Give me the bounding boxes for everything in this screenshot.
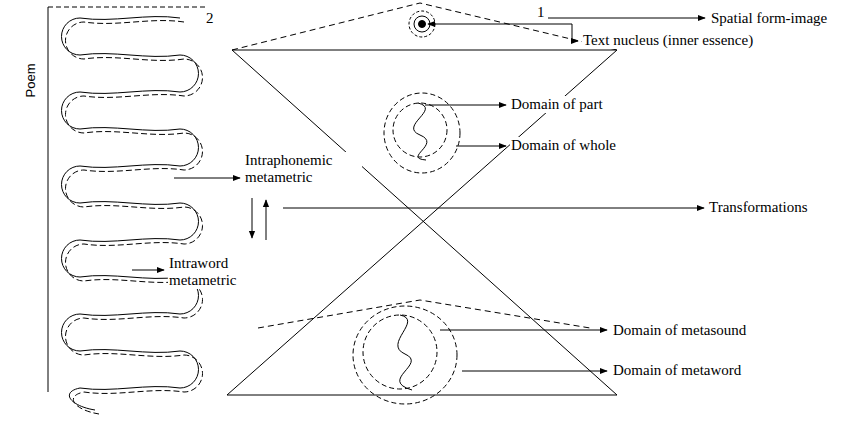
figure-label: Transformations — [708, 199, 809, 216]
frame-line — [48, 7, 49, 392]
top-dashed-triangle — [232, 3, 617, 50]
leader-arrow — [572, 24, 578, 41]
frame-dashed — [48, 7, 205, 8]
figure-label: Text nucleus (inner essence) — [582, 32, 754, 49]
nucleus-circle — [414, 16, 430, 32]
axis-label: Poem — [22, 63, 39, 99]
figure-label: Spatial form-image — [710, 10, 828, 27]
leader-arrow — [440, 330, 607, 331]
transform-arrow — [252, 198, 253, 238]
leader-arrow — [283, 208, 704, 209]
nucleus-dot — [419, 21, 426, 28]
leader-arrow — [456, 146, 506, 147]
figure-label: Domain of whole — [510, 137, 617, 154]
leader-arrow — [132, 270, 164, 271]
poem-wave-dashed — [66, 21, 203, 414]
domain-part — [393, 103, 447, 157]
transform-arrow — [266, 200, 267, 240]
domain-metasound — [363, 315, 437, 389]
leader-arrow — [462, 371, 607, 372]
poem-wave — [62, 17, 199, 410]
figure-label: Intraphonemic metametric — [244, 152, 362, 186]
figure-label: Domain of part — [510, 96, 604, 113]
leader-arrow — [548, 18, 705, 19]
s-curve — [398, 315, 412, 390]
hourglass-top — [232, 50, 617, 51]
figure-label: Intraword metametric — [168, 255, 262, 289]
figure-label: Domain of metasound — [612, 322, 747, 339]
hourglass-bottom — [227, 395, 617, 396]
hourglass-side — [227, 50, 617, 395]
figure-label: Domain of metaword — [612, 362, 742, 379]
s-curve — [414, 103, 427, 160]
domain-metaword — [353, 306, 457, 404]
leader-arrow — [174, 178, 240, 179]
leader-arrow — [428, 24, 572, 25]
leader-arrow — [425, 105, 506, 106]
callout-number: 2 — [205, 10, 215, 27]
hourglass-side — [232, 50, 617, 395]
callout-number: 1 — [536, 4, 546, 21]
